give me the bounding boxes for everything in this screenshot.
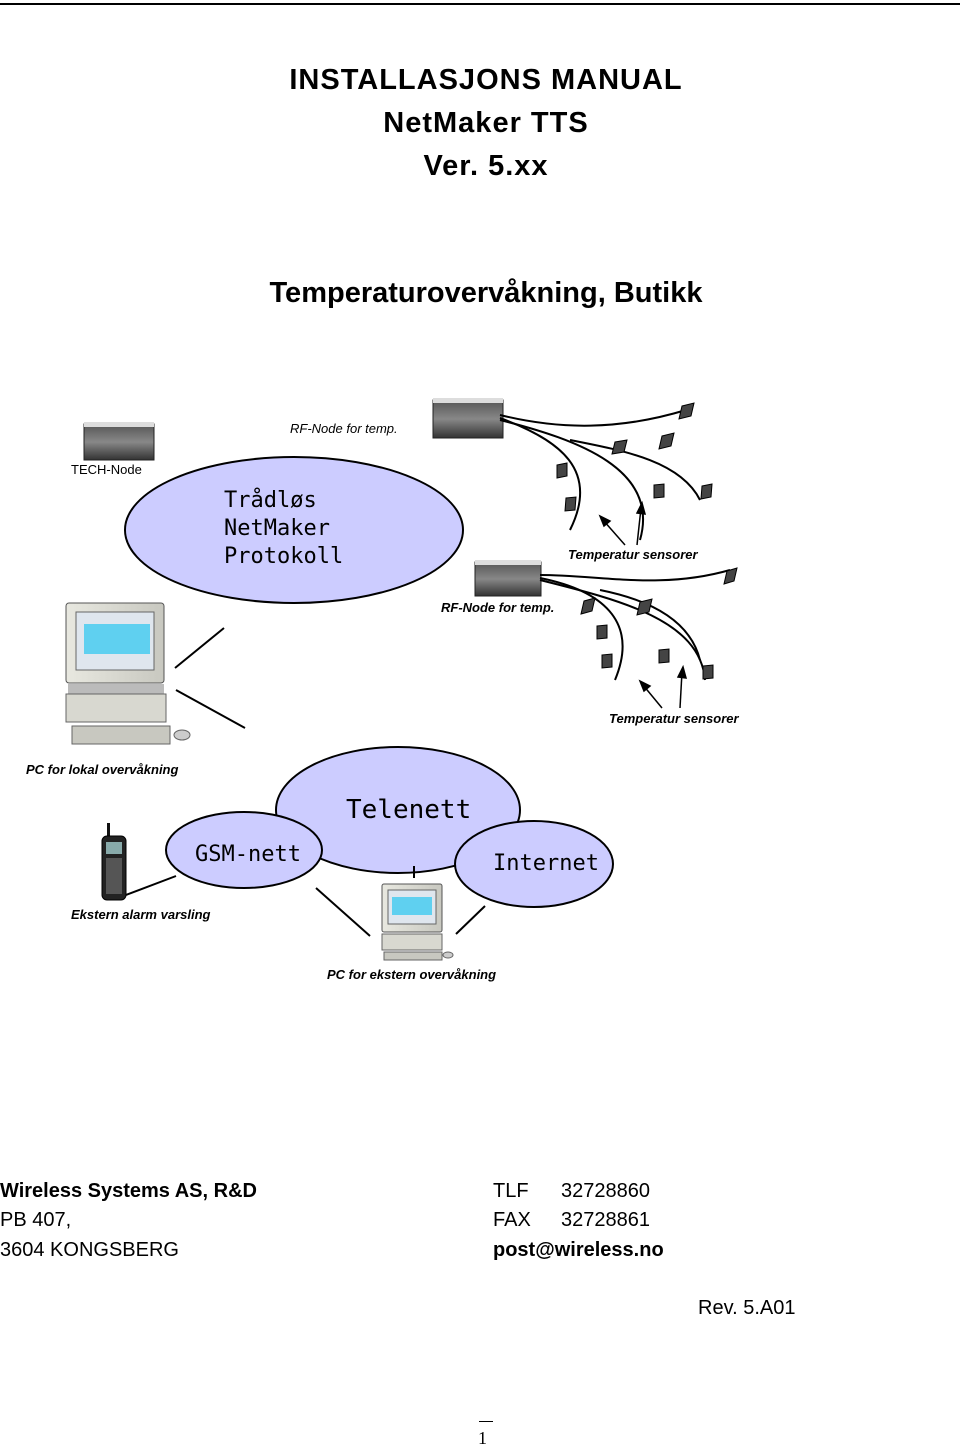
- mobile-phone-device: [101, 823, 127, 901]
- phone-number: 32728860: [561, 1180, 650, 1202]
- telenett-label: Telenett: [346, 795, 472, 825]
- fax-label: FAX: [493, 1209, 531, 1231]
- revision-label: Rev. 5.A01: [698, 1297, 796, 1319]
- external-alarm-label: Ekstern alarm varsling: [71, 907, 211, 922]
- sensor-arrows: [598, 500, 688, 709]
- fax-number: 32728861: [561, 1209, 650, 1231]
- rf-node-bottom-label: RF-Node for temp.: [441, 600, 555, 615]
- top-rule: [0, 3, 960, 5]
- email-address[interactable]: post@wireless.no: [493, 1239, 664, 1261]
- phone-label: TLF: [493, 1180, 529, 1202]
- rf-node-top-device: [432, 398, 504, 439]
- rf-node-top-label: RF-Node for temp.: [290, 421, 398, 436]
- document-subtitle: Temperaturovervåkning, Butikk: [269, 277, 703, 309]
- telenett-cloud-shape: [275, 746, 521, 874]
- rf-node-bottom-device: [474, 560, 542, 597]
- document-title-line-1: INSTALLASJONS MANUAL: [289, 64, 683, 96]
- temp-sensors-top-label: Temperatur sensorer: [568, 547, 698, 562]
- temp-sensors-bottom-label: Temperatur sensorer: [609, 711, 739, 726]
- temperature-sensors-top: [556, 402, 713, 512]
- document-title-line-3: Ver. 5.xx: [423, 150, 549, 182]
- gsm-cloud-shape: [165, 811, 323, 889]
- local-pc-label: PC for lokal overvåkning: [26, 762, 179, 777]
- postal-box: PB 407,: [0, 1209, 72, 1231]
- internet-label: Internet: [493, 851, 599, 876]
- gsm-nett-label: GSM-nett: [195, 842, 301, 867]
- sensor-cables-top: [499, 409, 701, 541]
- wireless-protocol-line-1: Trådløs: [224, 488, 317, 513]
- temperature-sensors-bottom: [580, 567, 738, 680]
- document-title-line-2: NetMaker TTS: [383, 107, 589, 139]
- wireless-protocol-line-3: Protokoll: [224, 544, 344, 569]
- sensor-cables-bottom: [539, 569, 731, 681]
- wireless-protocol-label: Trådløs NetMaker Protokoll: [224, 487, 343, 571]
- postal-city: 3604 KONGSBERG: [0, 1239, 179, 1261]
- external-pc-label: PC for ekstern overvåkning: [327, 967, 497, 982]
- external-pc-device: [381, 883, 454, 961]
- local-pc-device: [65, 602, 191, 745]
- wireless-cloud-shape: [124, 456, 464, 604]
- company-name: Wireless Systems AS, R&D: [0, 1180, 257, 1202]
- wireless-protocol-line-2: NetMaker: [224, 516, 330, 541]
- page-number-rule: [479, 1421, 493, 1422]
- connection-lines: [117, 627, 486, 937]
- page-number: 1: [478, 1428, 487, 1448]
- internet-cloud-shape: [454, 820, 614, 908]
- tech-node-device: [83, 422, 155, 461]
- network-diagram: [65, 398, 738, 961]
- tech-node-label: TECH-Node: [71, 462, 142, 477]
